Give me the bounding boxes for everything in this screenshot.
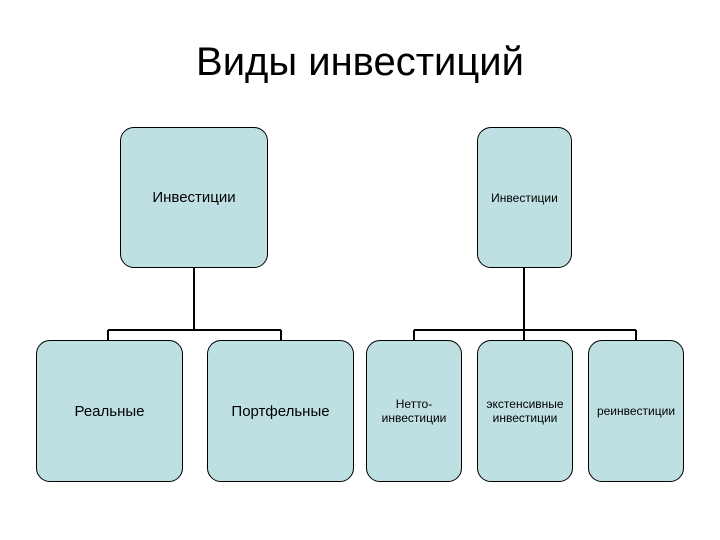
node-extensive-investment: экстенсивные инвестиции (477, 340, 573, 482)
node-left-root-label: Инвестиции (152, 189, 236, 206)
node-portfolio-label: Портфельные (231, 402, 330, 420)
node-net-investment: Нетто- инвестиции (366, 340, 462, 482)
node-left-root: Инвестиции (120, 127, 268, 268)
node-real-label: Реальные (74, 402, 145, 420)
node-right-root: Инвестиции (477, 127, 572, 268)
node-reinvestment-label: реинвестиции (596, 404, 676, 418)
node-extensive-investment-label: экстенсивные инвестиции (486, 397, 564, 425)
node-right-root-label: Инвестиции (491, 190, 558, 205)
page-title: Виды инвестиций (196, 40, 524, 84)
node-real: Реальные (36, 340, 183, 482)
node-net-investment-label: Нетто- инвестиции (381, 397, 447, 425)
node-portfolio: Портфельные (207, 340, 354, 482)
node-reinvestment: реинвестиции (588, 340, 684, 482)
